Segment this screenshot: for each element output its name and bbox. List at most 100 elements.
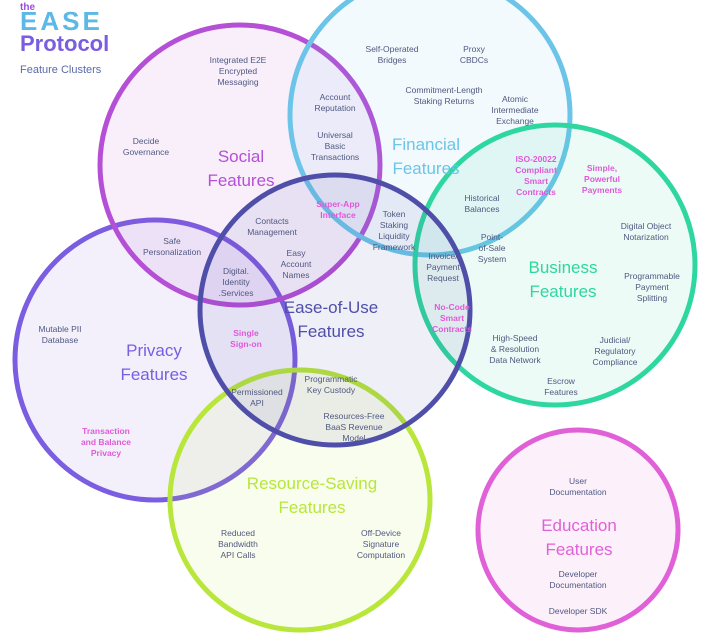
business-title-line: Business (529, 258, 598, 277)
feature-pos-line: System (478, 254, 506, 264)
feature-dev-doc-line: Documentation (549, 580, 606, 590)
feature-account-rep-line: Reputation (314, 103, 355, 113)
feature-e2e-line: Integrated E2E (210, 55, 267, 65)
feature-offdevice-line: Off-Device (361, 528, 401, 538)
feature-pos-line: Point- (481, 232, 503, 242)
feature-escrow-line: Features (544, 387, 578, 397)
feature-ubt-line: Transactions (311, 152, 359, 162)
feature-bandwidth-line: API Calls (221, 550, 256, 560)
ease-circle (197, 172, 473, 448)
education-title-line: Education (541, 516, 617, 535)
feature-escrow-line: Escrow (547, 376, 576, 386)
feature-permissioned-line: Permissioned (231, 387, 283, 397)
feature-contacts-line: Contacts (255, 216, 289, 226)
ease-title-line: Features (297, 322, 364, 341)
feature-digital-id-line: Identity (222, 277, 250, 287)
feature-token-line: Framework (373, 242, 416, 252)
feature-sso-line: Single (233, 328, 259, 338)
feature-digital-id-line: Digital. (223, 266, 249, 276)
feature-proxy-line: CBDCs (460, 55, 488, 65)
feature-iso-line: ISO-20022 (515, 154, 556, 164)
logo: the EASE Protocol Feature Clusters (0, 0, 130, 80)
feature-highspeed-line: Data Network (489, 355, 541, 365)
privacy-title-line: Features (120, 365, 187, 384)
feature-commitment-line: Commitment-Length (405, 85, 482, 95)
feature-prog-pay-line: Splitting (637, 293, 668, 303)
feature-permissioned-line: API (250, 398, 264, 408)
feature-sso-line: Sign-on (230, 339, 262, 349)
feature-nocode-line: No-Code (434, 302, 470, 312)
feature-mutable-line: Mutable PII (39, 324, 82, 334)
feature-baas-line: Model (342, 433, 365, 443)
feature-superapp-line: Super-App (316, 199, 359, 209)
feature-simple-line: Simple, (587, 163, 617, 173)
feature-invoice-line: Payment (426, 262, 460, 272)
logo-protocol: Protocol (20, 31, 110, 56)
feature-account-rep-line: Account (320, 92, 351, 102)
financial-title-line: Financial (392, 135, 460, 154)
feature-bridges-line: Self-Operated (366, 44, 419, 54)
feature-simple-line: Powerful (584, 174, 620, 184)
feature-baas-line: Resources-Free (324, 411, 385, 421)
resource-title-line: Features (278, 498, 345, 517)
feature-easy-names-line: Easy (287, 248, 307, 258)
feature-easy-names-line: Names (283, 270, 310, 280)
logo-subtitle: Feature Clusters (20, 64, 102, 76)
feature-pos-line: of-Sale (479, 243, 506, 253)
feature-easy-names-line: Account (281, 259, 312, 269)
feature-custody-line: Key Custody (307, 385, 356, 395)
feature-mutable-line: Database (42, 335, 79, 345)
privacy-circle (12, 217, 298, 503)
feature-tx-privacy-line: Privacy (91, 448, 122, 458)
feature-judicial-line: Judicial/ (600, 335, 631, 345)
feature-bandwidth-line: Bandwidth (218, 539, 258, 549)
feature-ubt-line: Universal (317, 130, 353, 140)
feature-token-line: Liquidity (378, 231, 410, 241)
feature-iso-line: Contracts (516, 187, 556, 197)
feature-digital-id: Digital.Identity.Services (219, 266, 254, 298)
business-circle (412, 122, 698, 408)
feature-ubt-line: Basic (325, 141, 347, 151)
feature-invoice-line: Request (427, 273, 459, 283)
feature-governance-line: Decide (133, 136, 160, 146)
feature-token-line: Token (383, 209, 406, 219)
feature-judicial-line: Regulatory (594, 346, 636, 356)
feature-offdevice-line: Computation (357, 550, 405, 560)
feature-judicial-line: Compliance (593, 357, 638, 367)
feature-safe-line: Safe (163, 236, 181, 246)
feature-atomic-line: Atomic (502, 94, 529, 104)
feature-nocode-line: Smart (440, 313, 464, 323)
feature-atomic-line: Intermediate (491, 105, 539, 115)
financial-title-line: Features (392, 159, 459, 178)
feature-highspeed-line: High-Speed (493, 333, 538, 343)
privacy-title-line: Privacy (126, 341, 182, 360)
feature-governance-line: Governance (123, 147, 170, 157)
